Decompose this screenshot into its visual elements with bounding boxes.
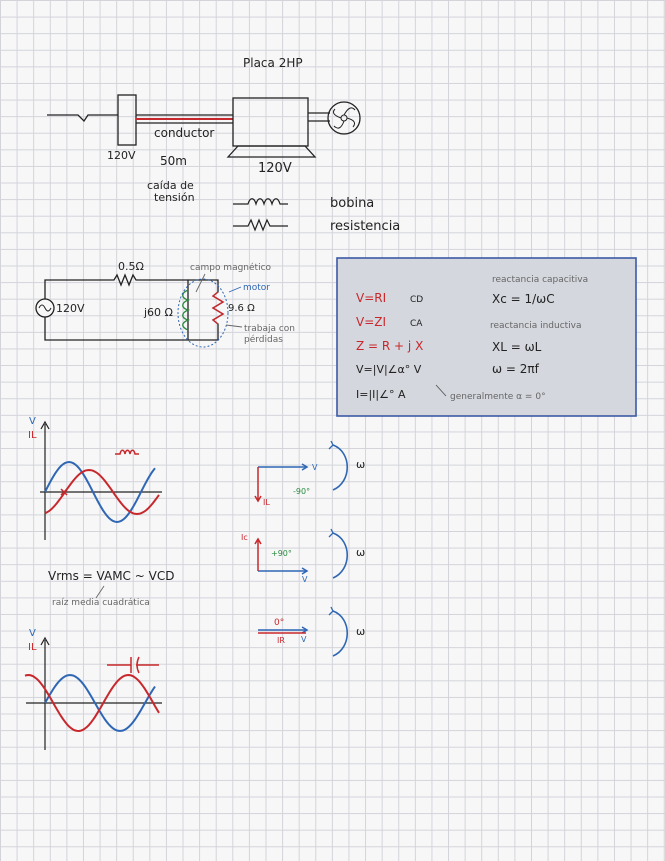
omega-label: ω — [356, 458, 365, 471]
sine-glyph-icon — [38, 304, 52, 312]
formula-omega: ω = 2πf — [492, 362, 540, 376]
alpha-note-arrow — [435, 384, 447, 397]
alpha-note: generalmente α = 0° — [450, 392, 546, 402]
motor-section: Placa 2HP 120V conductor 50m caída de te… — [47, 56, 400, 234]
capacitor-symbol-icon — [107, 656, 159, 674]
loss-note-1: trabaja con — [244, 324, 295, 334]
omega-label: ω — [356, 546, 365, 559]
field-note: campo magnético — [190, 262, 272, 273]
motor-voltage-label: 120V — [258, 161, 292, 176]
capacitive-wave-plot: V IL — [24, 628, 162, 750]
inductive-v-label: V — [29, 416, 36, 427]
coil-symbol-icon — [233, 198, 288, 207]
motor-resistor-label: 9.6 Ω — [228, 303, 255, 314]
resistor-value-label: 0.5Ω — [118, 260, 144, 273]
inductive-voltage-wave — [44, 460, 156, 524]
drop-label-1: caída de — [147, 179, 194, 192]
formula-vzi: V=ZI — [356, 315, 386, 329]
phasor-inductive: V IL -90° ω — [254, 440, 365, 507]
formula-box-background — [336, 257, 637, 417]
loss-note-arrow — [225, 324, 243, 328]
phasor-i-label: IL — [263, 498, 270, 507]
capacitive-voltage-wave — [44, 674, 156, 732]
formula-box: V=RI CD V=ZI CA Z = R + j X V=|V|∠α° V I… — [336, 257, 637, 417]
motor-note-arrow — [228, 286, 242, 293]
conductor-label: conductor — [154, 126, 214, 140]
phasor-v-label: V — [312, 463, 318, 472]
motor-base — [226, 145, 317, 158]
capacitive-v-label: V — [29, 628, 36, 639]
formula-xc: Xc = 1/ωC — [492, 292, 555, 306]
drop-label-2: tensión — [154, 191, 195, 204]
motor-boundary — [177, 278, 229, 348]
inductive-wave-plot: V IL — [28, 416, 162, 540]
phasor-capacitive: V Ic +90° ω — [241, 528, 365, 584]
formula-vri-tag: CD — [410, 295, 423, 305]
field-note-arrow — [195, 273, 206, 293]
legend-coil: bobina — [233, 196, 374, 211]
phasor-i-label: IR — [277, 636, 285, 645]
rms-note-arrow — [95, 585, 105, 599]
rms-note: raíz media cuadrática — [52, 598, 150, 608]
rotation-arc — [332, 532, 348, 579]
inductor-coil-icon — [182, 289, 191, 331]
motor-note: motor — [243, 283, 270, 293]
formula-xl: XL = ωL — [492, 340, 542, 354]
source-voltage-label: 120V — [107, 149, 136, 162]
formula-impedance: Z = R + j X — [356, 339, 423, 353]
phasor-resistive: V IR 0° ω — [258, 606, 365, 657]
inductive-zero-mark — [60, 488, 68, 496]
resistor-symbol-icon — [233, 218, 288, 232]
inductive-wave-y-arrow — [40, 420, 50, 430]
rms-formula: Vrms = VAMC ~ VCD — [48, 569, 174, 583]
length-label: 50m — [160, 154, 187, 168]
supply-line — [47, 114, 118, 123]
formula-voltage-phasor: V=|V|∠α° V — [356, 363, 422, 376]
capacitive-wave-y-arrow — [40, 636, 50, 646]
formula-vzi-tag: CA — [410, 319, 423, 329]
inductor-symbol-icon — [115, 449, 139, 455]
legend-resistor: resistencia — [233, 218, 400, 234]
phasor-angle: -90° — [293, 487, 310, 496]
motor-resistor-icon — [211, 291, 225, 325]
source-voltage-circuit-label: 120V — [56, 302, 85, 315]
rotation-arc — [332, 610, 348, 657]
formula-vri: V=RI — [356, 291, 386, 305]
loss-note-2: pérdidas — [244, 334, 283, 345]
phasor-v-label: V — [301, 635, 307, 644]
phasor-v-label: V — [302, 575, 308, 584]
inductive-current-wave — [44, 468, 160, 516]
phasor-angle: +90° — [271, 549, 292, 558]
legend-coil-label: bobina — [330, 196, 374, 211]
capacitive-current-wave — [24, 673, 160, 733]
capacitive-reactance-note: reactancia capacitiva — [492, 275, 588, 285]
motor-title: Placa 2HP — [243, 56, 303, 70]
omega-label: ω — [356, 625, 365, 638]
breaker-box — [117, 94, 137, 146]
inductive-reactance-note: reactancia inductiva — [490, 321, 582, 331]
reactance-label: j60 Ω — [143, 306, 173, 319]
formula-current-phasor: I=|I|∠° A — [356, 388, 406, 401]
parallel-branch — [188, 279, 225, 341]
motor-body — [232, 97, 309, 147]
phasor-i-label: Ic — [241, 533, 248, 542]
circuit-diagram: 0.5Ω 120V j60 Ω 9.6 Ω campo magnético mo… — [35, 260, 295, 348]
inductive-i-label: IL — [28, 430, 37, 441]
capacitive-i-label: IL — [28, 642, 37, 653]
phasor-angle: 0° — [274, 618, 284, 628]
legend-resistor-label: resistencia — [330, 219, 400, 234]
rotation-arc — [332, 444, 348, 491]
fan-icon — [327, 101, 361, 135]
